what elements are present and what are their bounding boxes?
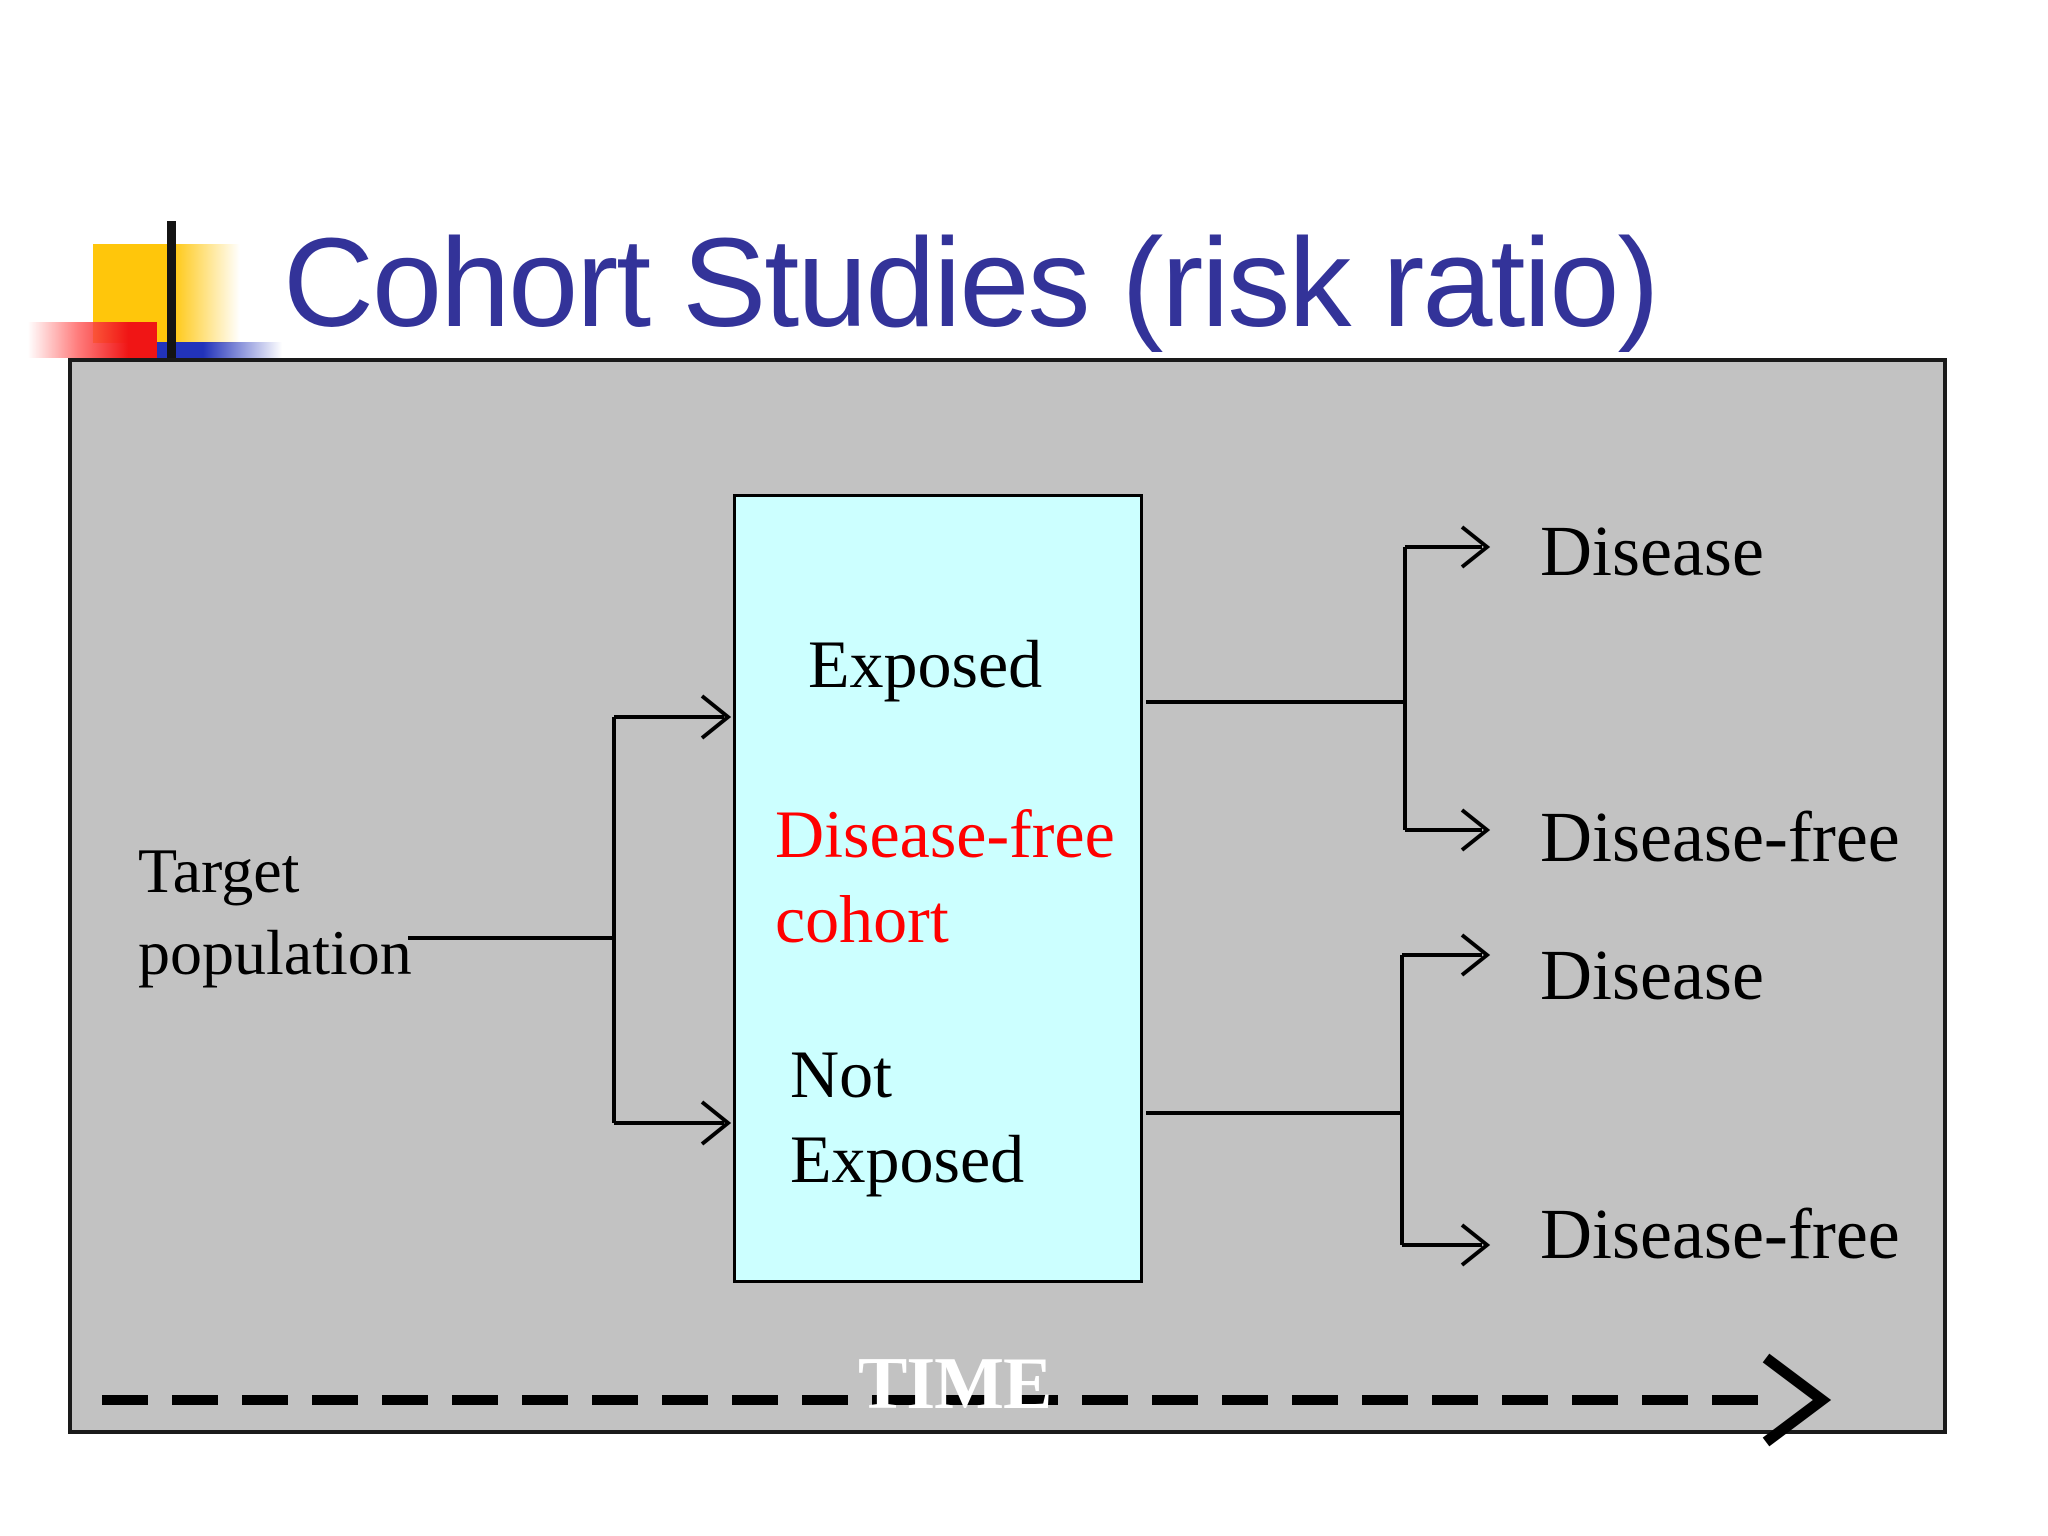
outcome-label-disease-free-top: Disease-free — [1540, 797, 1900, 877]
disease-free-cohort-line1: Disease-free — [775, 796, 1115, 872]
not-exposed-line1: Not — [790, 1036, 892, 1112]
outcome-label-disease-free-bottom: Disease-free — [1540, 1194, 1900, 1274]
not-exposed-line2: Exposed — [790, 1121, 1025, 1197]
disease-free-cohort-line2: cohort — [775, 881, 949, 957]
outcome-label-disease-bottom: Disease — [1540, 935, 1764, 1015]
target-population-line2: population — [138, 916, 412, 988]
target-population-label: Target population — [138, 830, 412, 994]
deco-red-bar — [28, 322, 157, 358]
deco-vertical-line — [167, 221, 176, 361]
outcome-label-disease-top: Disease — [1540, 511, 1764, 591]
cohort-box — [733, 494, 1143, 1283]
exposed-label: Exposed — [808, 626, 1043, 702]
target-population-line1: Target — [138, 835, 300, 906]
time-label: TIME — [858, 1343, 1052, 1425]
not-exposed-label: Not Exposed — [790, 1032, 1024, 1202]
disease-free-cohort-label: Disease-free cohort — [775, 792, 1115, 962]
slide-title: Cohort Studies (risk ratio) — [283, 212, 1659, 353]
deco-blue-bar — [157, 342, 289, 358]
